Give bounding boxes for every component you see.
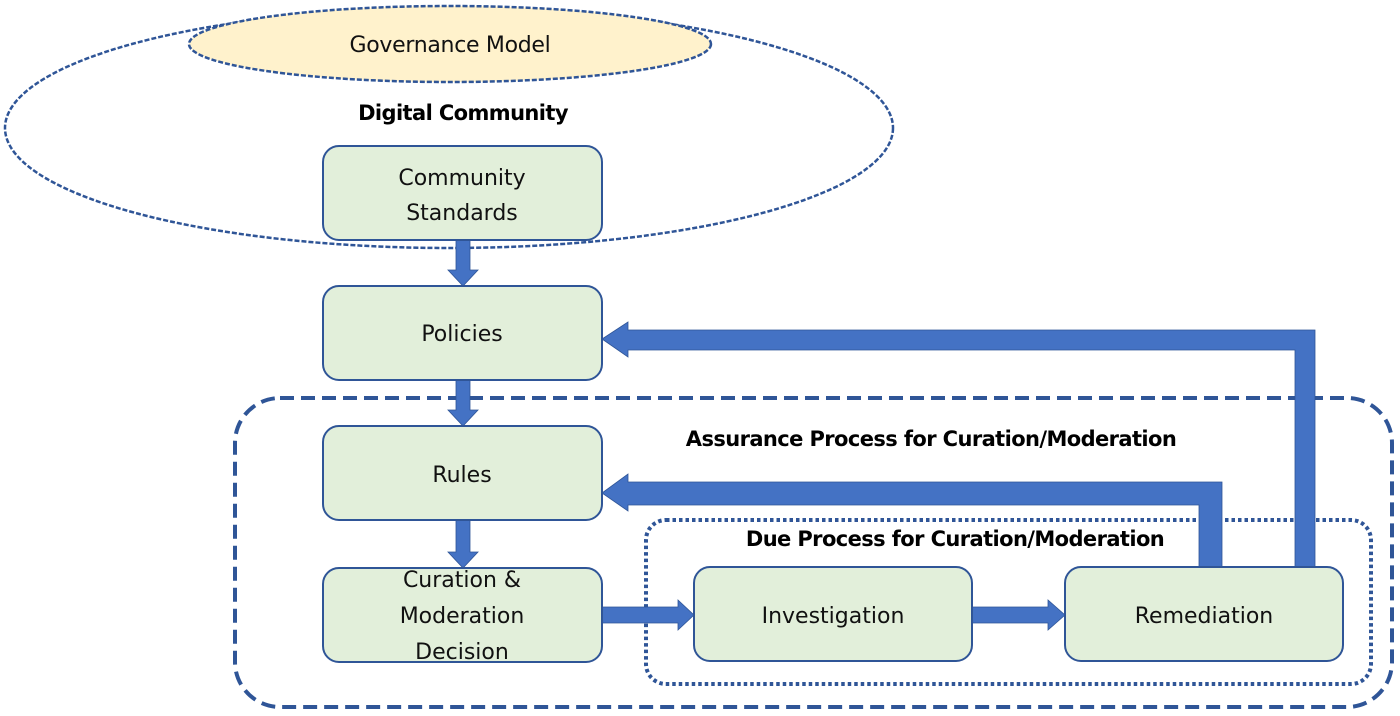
governance-model-label: Governance Model xyxy=(350,33,551,58)
digital-community-label: Digital Community xyxy=(358,101,569,125)
node-investigation-label: Investigation xyxy=(762,604,905,629)
node-remediation-label: Remediation xyxy=(1135,604,1274,629)
node-curation-decision-label-1: Curation & xyxy=(403,568,521,593)
node-curation-decision: Curation & Moderation Decision xyxy=(322,567,603,665)
governance-model-ellipse xyxy=(187,4,713,84)
arrow-decision-to-investigation xyxy=(601,599,695,631)
node-policies-label: Policies xyxy=(421,322,502,347)
digital-community-boundary xyxy=(3,6,895,250)
node-remediation: Remediation xyxy=(1064,566,1344,662)
arrow-remediation-to-policies xyxy=(601,321,1316,568)
node-policies: Policies xyxy=(322,285,603,381)
node-community-standards-label-2: Standards xyxy=(406,201,518,226)
node-rules-label: Rules xyxy=(432,463,491,488)
arrow-policies-to-rules xyxy=(447,379,479,427)
arrow-standards-to-policies xyxy=(447,239,479,287)
node-investigation: Investigation xyxy=(693,566,973,662)
assurance-process-boundary xyxy=(233,396,1394,709)
node-community-standards: Community Standards xyxy=(322,145,603,241)
assurance-process-label: Assurance Process for Curation/Moderatio… xyxy=(686,427,1176,451)
node-curation-decision-label-3: Decision xyxy=(415,640,509,665)
arrow-investigation-to-remediation xyxy=(971,599,1066,631)
node-community-standards-label-1: Community xyxy=(398,166,525,191)
node-rules: Rules xyxy=(322,425,603,521)
arrow-rules-to-decision xyxy=(447,519,479,569)
due-process-label: Due Process for Curation/Moderation xyxy=(746,527,1164,551)
node-curation-decision-label-2: Moderation xyxy=(400,604,525,629)
arrow-remediation-to-rules xyxy=(601,473,1223,568)
